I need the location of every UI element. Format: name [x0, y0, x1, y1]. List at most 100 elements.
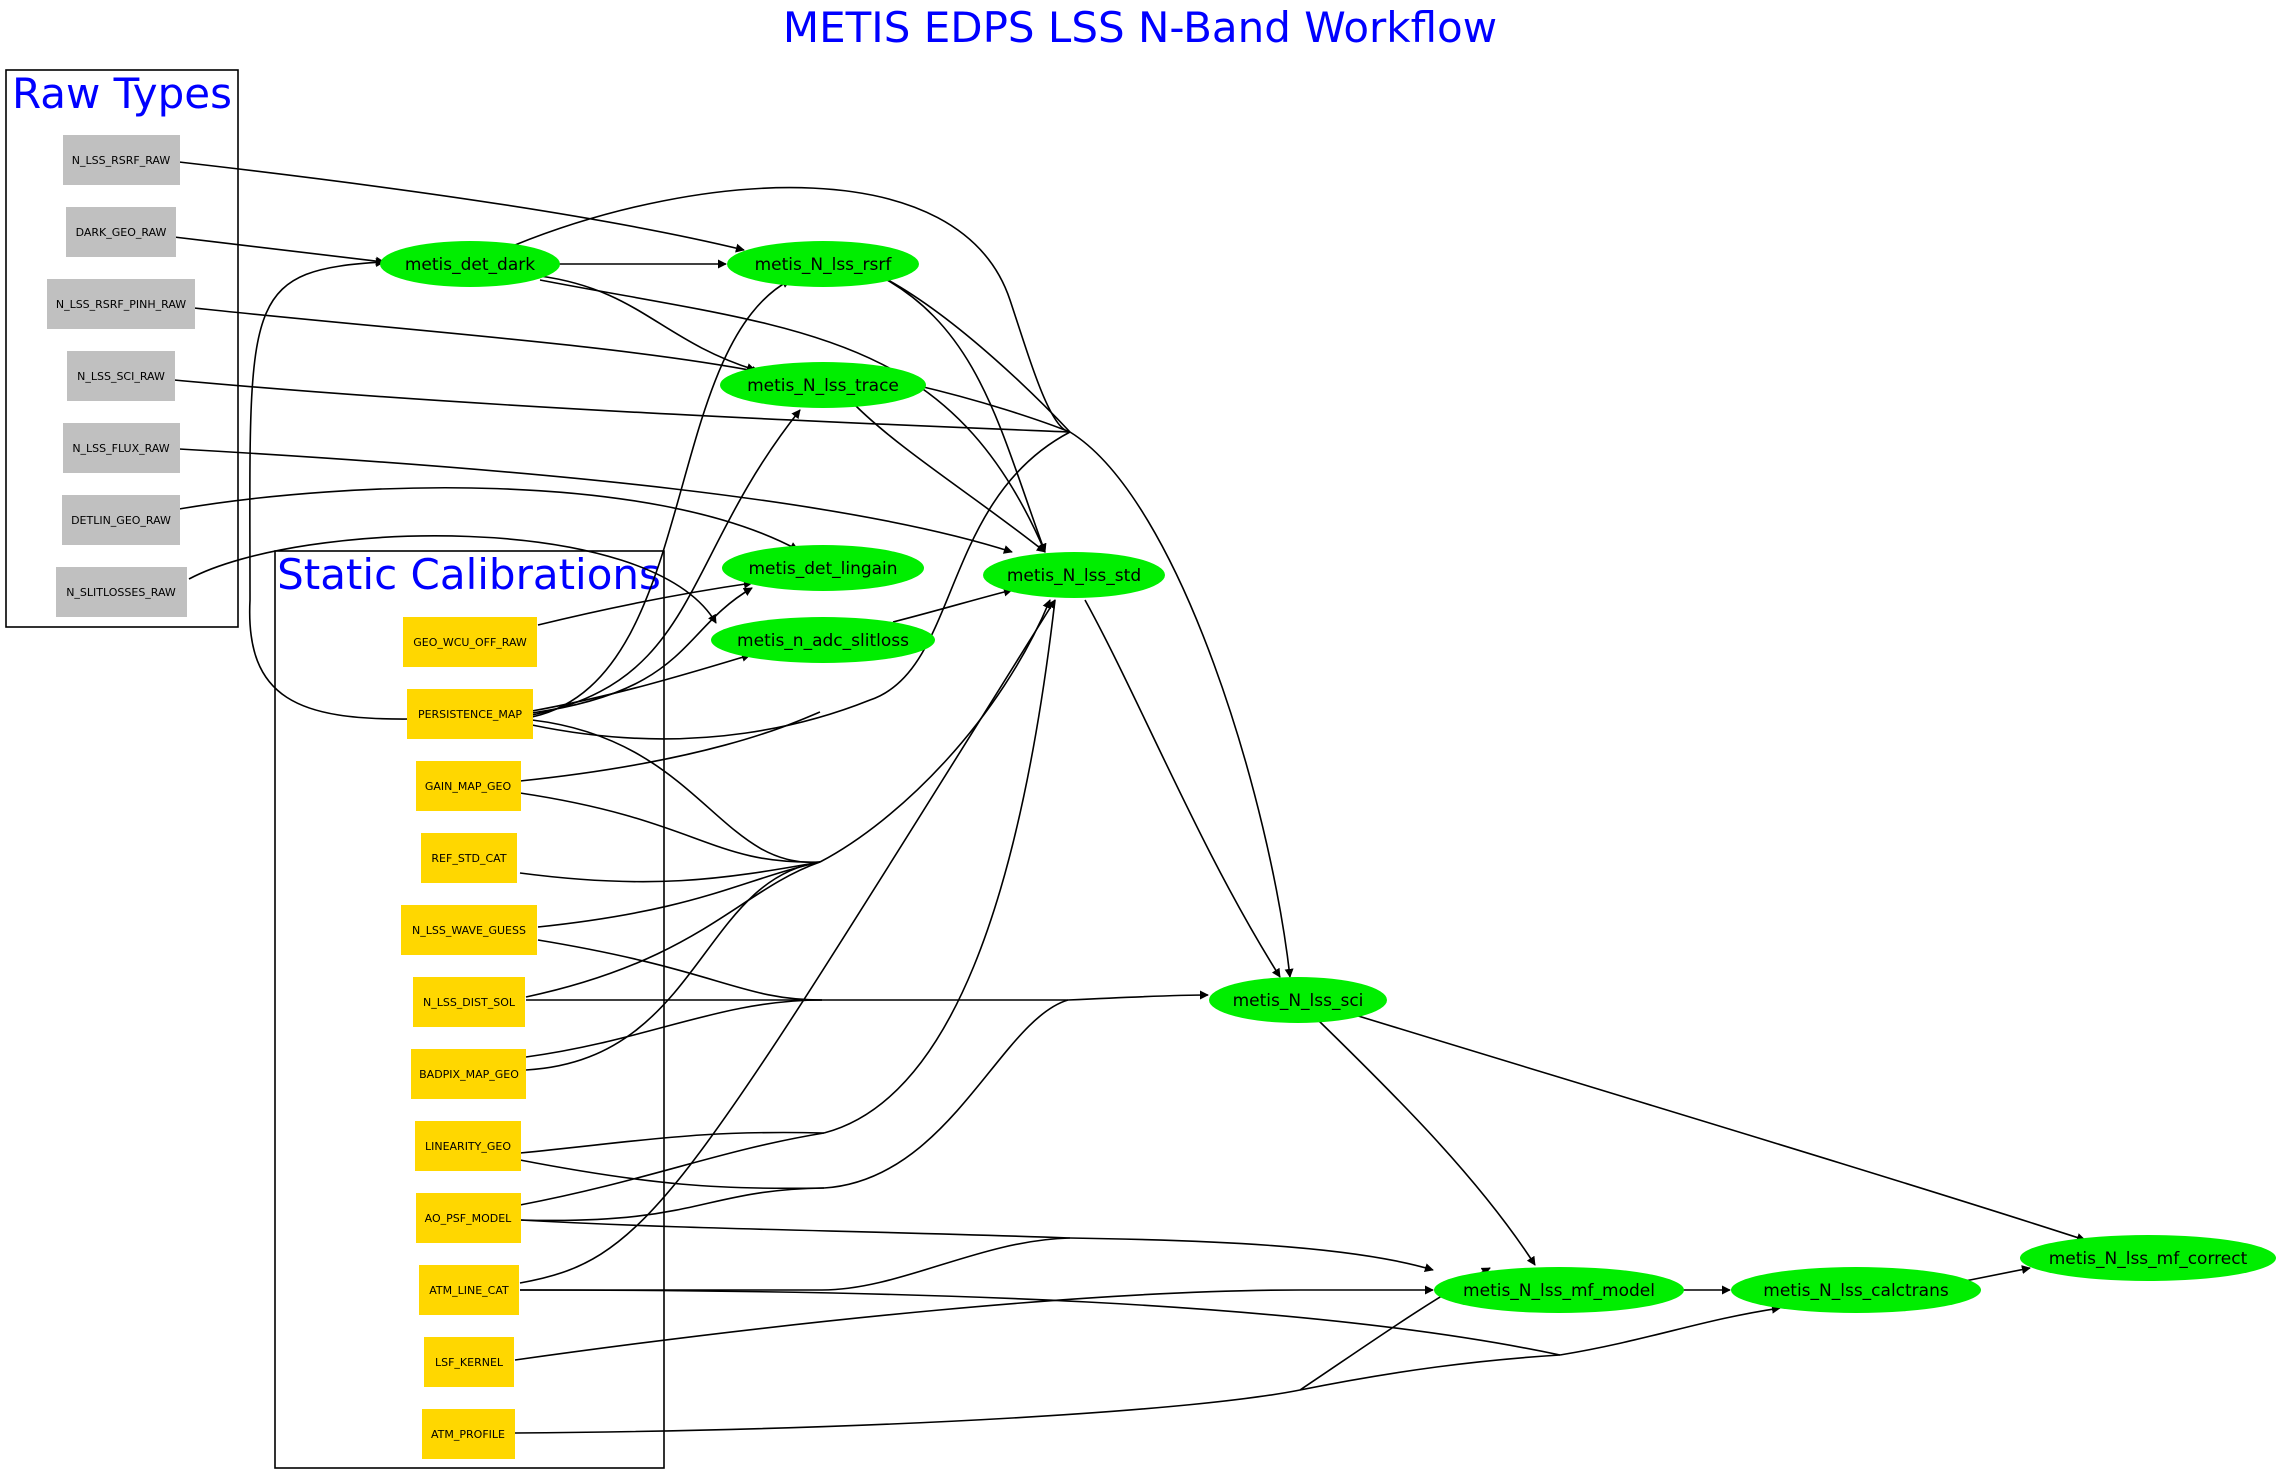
edge-calctrans-to-mfcorrect: [1959, 1265, 2031, 1283]
task-node-metis-n-lss-std[interactable]: metis_N_lss_std: [983, 552, 1165, 598]
edge-sci-raw-1: [173, 379, 1071, 433]
task-node-label: metis_N_lss_mf_model: [1463, 1281, 1655, 1301]
edge-linearity-to-hub: [519, 1131, 825, 1154]
raw-types-label: Raw Types: [12, 69, 232, 118]
task-node-label: metis_N_lss_calctrans: [1763, 1281, 1949, 1301]
edge-flux-raw-to-std: [178, 448, 1013, 554]
edge-atmline-hub2: [821, 1237, 1071, 1291]
edge-std-to-sci: [1084, 599, 1281, 978]
edge-hub2-to-sci: [823, 999, 1069, 1189]
edge-waveguess-to-sci-hub: [537, 939, 823, 1001]
edge-persistence-to-rsrf: [531, 279, 791, 718]
task-node-metis-det-dark[interactable]: metis_det_dark: [380, 241, 560, 287]
task-node-metis-n-lss-mf-correct[interactable]: metis_N_lss_mf_correct: [2020, 1235, 2276, 1281]
edge-badpix-to-hub: [525, 861, 821, 1071]
static-node-lsf-kernel[interactable]: LSF_KERNEL: [424, 1337, 514, 1387]
raw-type-nodes: N_LSS_RSRF_RAW DARK_GEO_RAW N_LSS_RSRF_P…: [47, 135, 195, 617]
task-node-metis-n-lss-mf-model[interactable]: metis_N_lss_mf_model: [1434, 1267, 1684, 1313]
edge-scihub-arrow: [1067, 990, 1209, 1001]
edge-badpix-to-scihub: [525, 999, 823, 1058]
task-node-label: metis_det_lingain: [748, 559, 897, 579]
static-node-geo-wcu-off-raw[interactable]: GEO_WCU_OFF_RAW: [403, 617, 537, 667]
raw-node-label: N_LSS_SCI_RAW: [77, 370, 165, 383]
task-node-label: metis_N_lss_std: [1007, 566, 1141, 586]
static-node-label: LSF_KERNEL: [435, 1356, 504, 1369]
edge-hub-to-std: [819, 599, 1052, 863]
edge-slitloss-raw-to-adc: [188, 535, 717, 624]
edge-waveguess-to-hub: [537, 861, 821, 928]
static-node-linearity-geo[interactable]: LINEARITY_GEO: [415, 1121, 521, 1171]
edge-geowcu-to-lingain: [537, 579, 753, 626]
edge-rsrf-to-std: [879, 275, 1047, 553]
edge-dark-to-trace: [539, 275, 756, 372]
edge-trace-to-std: [854, 404, 1046, 553]
task-node-label: metis_n_adc_slitloss: [737, 631, 909, 651]
task-nodes: metis_det_dark metis_N_lss_rsrf metis_N_…: [380, 241, 2276, 1313]
raw-node-n-lss-rsrf-raw[interactable]: N_LSS_RSRF_RAW: [63, 135, 180, 185]
edge-to-calctrans: [1559, 1304, 1781, 1356]
edge-pinh-raw-to-trace: [193, 307, 761, 375]
edge-persistence-to-dark: [248, 257, 411, 720]
static-node-label: N_LSS_WAVE_GUESS: [412, 924, 526, 937]
edge-gainmap-to-hub: [519, 711, 821, 782]
edge-lsf-to-mfmodel: [514, 1285, 1434, 1361]
raw-node-n-slitlosses-raw[interactable]: N_SLITLOSSES_RAW: [56, 567, 187, 617]
task-node-metis-n-adc-slitloss[interactable]: metis_n_adc_slitloss: [711, 617, 935, 663]
edge-aopsf-to-hub: [519, 1132, 825, 1206]
edge-atmline-to-calctrans-hub: [519, 1289, 1561, 1356]
edge-persistence-to-lingain: [531, 587, 753, 714]
static-node-gain-map-geo[interactable]: GAIN_MAP_GEO: [416, 761, 521, 811]
static-node-ref-std-cat[interactable]: REF_STD_CAT: [421, 833, 517, 883]
raw-node-n-lss-rsrf-pinh-raw[interactable]: N_LSS_RSRF_PINH_RAW: [47, 279, 195, 329]
task-node-metis-n-lss-rsrf[interactable]: metis_N_lss_rsrf: [727, 241, 919, 287]
static-node-label: ATM_PROFILE: [431, 1428, 505, 1441]
edge-rsrf-raw-to-rsrf: [178, 161, 745, 253]
static-node-label: N_LSS_DIST_SOL: [423, 996, 516, 1009]
raw-node-label: N_LSS_RSRF_RAW: [72, 154, 171, 167]
task-node-metis-n-lss-sci[interactable]: metis_N_lss_sci: [1209, 977, 1387, 1023]
edge-atmline-to-std: [519, 599, 1056, 1284]
raw-node-n-lss-flux-raw[interactable]: N_LSS_FLUX_RAW: [63, 423, 180, 473]
edge-linearity-to-hub2: [519, 1159, 825, 1190]
static-node-atm-line-cat[interactable]: ATM_LINE_CAT: [419, 1265, 519, 1315]
edge-sci-raw-to-sci: [1069, 431, 1294, 978]
static-calibrations-label: Static Calibrations: [277, 550, 661, 599]
raw-node-label: N_SLITLOSSES_RAW: [66, 586, 176, 599]
static-node-label: PERSISTENCE_MAP: [418, 708, 522, 721]
edge-atmprofile-to-mfmodel: [514, 1267, 1491, 1434]
task-node-metis-det-lingain[interactable]: metis_det_lingain: [722, 545, 924, 591]
edge-distsol-to-hub: [525, 861, 821, 998]
edge-persistence-to-sci: [531, 431, 1071, 740]
raw-node-n-lss-sci-raw[interactable]: N_LSS_SCI_RAW: [67, 351, 175, 401]
edge-gainmap-to-hub2: [519, 792, 821, 863]
edge-refstd-to-hub: [519, 861, 821, 883]
static-node-label: BADPIX_MAP_GEO: [419, 1068, 519, 1081]
static-node-label: GAIN_MAP_GEO: [425, 780, 512, 793]
static-calibration-nodes: GEO_WCU_OFF_RAW PERSISTENCE_MAP GAIN_MAP…: [401, 617, 537, 1459]
static-node-label: AO_PSF_MODEL: [425, 1212, 513, 1225]
task-node-metis-n-lss-trace[interactable]: metis_N_lss_trace: [720, 362, 926, 408]
edge-dark-raw-to-dark: [173, 236, 385, 266]
edge-hub3-to-std: [823, 599, 1056, 1134]
task-node-metis-n-lss-calctrans[interactable]: metis_N_lss_calctrans: [1731, 1267, 1981, 1313]
static-node-n-lss-wave-guess[interactable]: N_LSS_WAVE_GUESS: [401, 905, 537, 955]
edge-trace-to-sci: [914, 384, 1071, 433]
static-node-n-lss-dist-sol[interactable]: N_LSS_DIST_SOL: [413, 977, 525, 1027]
edge-mfhub-to-mfmodel: [1069, 1237, 1434, 1272]
raw-node-detlin-geo-raw[interactable]: DETLIN_GEO_RAW: [62, 495, 180, 545]
diagram-title: METIS EDPS LSS N-Band Workflow: [783, 3, 1497, 52]
edge-adc-to-std: [892, 587, 1013, 623]
task-node-label: metis_det_dark: [405, 255, 535, 275]
edge-sci-to-mfcorrect: [1354, 1014, 2086, 1242]
raw-types-cluster: Raw Types: [5, 69, 239, 628]
static-node-persistence-map[interactable]: PERSISTENCE_MAP: [407, 689, 533, 739]
raw-node-label: N_LSS_RSRF_PINH_RAW: [56, 298, 186, 311]
static-node-label: LINEARITY_GEO: [425, 1140, 511, 1153]
raw-node-dark-geo-raw[interactable]: DARK_GEO_RAW: [66, 207, 176, 257]
static-node-atm-profile[interactable]: ATM_PROFILE: [422, 1409, 515, 1459]
edge-aopsf-to-hub2: [519, 1187, 825, 1222]
edges: [173, 161, 2086, 1434]
static-node-badpix-map-geo[interactable]: BADPIX_MAP_GEO: [411, 1049, 526, 1099]
static-node-ao-psf-model[interactable]: AO_PSF_MODEL: [416, 1193, 521, 1243]
